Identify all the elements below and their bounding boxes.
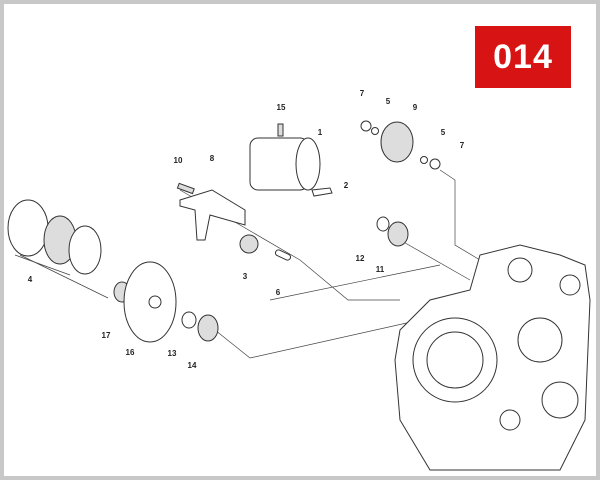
- diagram-number-badge: 014: [475, 26, 571, 88]
- part-label-2: 2: [344, 181, 349, 190]
- clutch-drawing: [7, 199, 409, 343]
- part-label-7: 7: [460, 141, 465, 150]
- starter-motor-drawing: [249, 123, 333, 197]
- part-label-14: 14: [188, 361, 197, 370]
- part-label-3: 3: [243, 272, 248, 281]
- part-label-4: 4: [28, 275, 33, 284]
- bracket-drawing: [176, 182, 292, 261]
- part-label-12: 12: [356, 254, 365, 263]
- crankcase-drawing: [394, 244, 591, 471]
- part-labels: 15 1 7 5 9 5 7 10 8 2 12 11 4 3 6 17 16 …: [28, 89, 465, 370]
- part-label-13: 13: [168, 349, 177, 358]
- part-label-7: 7: [360, 89, 365, 98]
- part-label-16: 16: [126, 348, 135, 357]
- part-label-17: 17: [102, 331, 111, 340]
- part-label-1: 1: [318, 128, 323, 137]
- part-label-5: 5: [441, 128, 446, 137]
- part-label-6: 6: [276, 288, 281, 297]
- exploded-parts-diagram: 15 1 7 5 9 5 7 10 8 2 12 11 4 3 6 17 16 …: [7, 89, 591, 471]
- part-label-11: 11: [376, 265, 385, 274]
- part-label-15: 15: [277, 103, 286, 112]
- part-label-8: 8: [210, 154, 215, 163]
- part-label-9: 9: [413, 103, 418, 112]
- assembly-lines: [19, 169, 481, 359]
- part-label-10: 10: [174, 156, 183, 165]
- gear-9-drawing: [360, 120, 441, 170]
- part-label-5: 5: [386, 97, 391, 106]
